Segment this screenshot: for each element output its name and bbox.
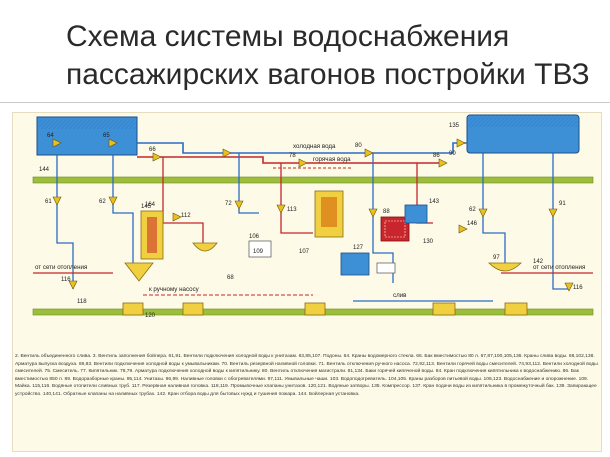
cold-water-main (137, 142, 467, 154)
legend-text: 2. Вентиль объединенного слива. 3. Венти… (15, 354, 598, 397)
valve-80 (364, 148, 374, 158)
valve-67 (222, 148, 232, 158)
label-component-142: 142 (533, 259, 544, 265)
valve-62 (108, 196, 118, 206)
label-component-127: 127 (353, 245, 364, 251)
label-component-65: 65 (103, 133, 110, 139)
valve-72 (234, 200, 244, 210)
hot-water-label: горячая вода (313, 156, 351, 163)
filter-box (248, 240, 272, 258)
slide-title-line-2: пассажирских вагонов постройки ТВЗ (66, 58, 590, 91)
washbasin-left (192, 242, 218, 252)
label-component-109: 109 (253, 249, 264, 255)
valve-84 (368, 208, 378, 218)
valve-65 (108, 138, 118, 148)
label-component-88: 88 (383, 209, 390, 215)
filler-head-center (304, 302, 326, 316)
far-right-riser (482, 153, 506, 263)
label-component-107: 107 (299, 249, 310, 255)
small-tank (404, 204, 428, 224)
upper-frame-beam (32, 176, 594, 184)
valve-86 (438, 158, 448, 168)
kipyatilnik-core (321, 197, 337, 227)
label-component-116-right: 116 (573, 285, 583, 291)
middle-riser-hot (280, 163, 313, 234)
toilet-right-1 (432, 302, 456, 316)
label-component-72: 72 (225, 201, 232, 207)
heating-source-left-label: от сети отопления (35, 264, 87, 271)
left-tank-water-surface (39, 119, 135, 129)
valve-113 (276, 204, 286, 214)
valve-78 (298, 158, 308, 168)
label-component-143: 143 (429, 199, 440, 205)
label-component-106: 106 (249, 234, 260, 240)
toilet-left-2 (182, 302, 204, 316)
valve-91 (548, 208, 558, 218)
scheme-legend: 2. Вентиль объединенного слива. 3. Венти… (15, 353, 599, 449)
valve-92 (478, 208, 488, 218)
left-riser-feed (112, 155, 134, 263)
valve-90 (456, 138, 466, 148)
label-component-66: 66 (149, 147, 156, 153)
label-component-130: 130 (423, 239, 434, 245)
toilet-right-2 (504, 302, 528, 316)
label-component-144: 144 (39, 167, 50, 173)
far-right-drain-riser (552, 153, 569, 290)
toilet-left-1 (122, 302, 144, 316)
middle-riser-cold (238, 153, 259, 214)
label-component-112: 112 (181, 213, 191, 219)
label-component-68: 68 (227, 275, 234, 281)
scheme-drawing: 144 145 106 109 107 130 135 90 64 65 66 … (32, 114, 594, 319)
slide-title-line-1: Схема системы водоснабжения (66, 20, 510, 53)
label-component-97: 97 (493, 255, 500, 261)
valve-61 (52, 196, 62, 206)
valve-146 (458, 224, 468, 234)
slide-title: Схема системы водоснабжения пассажирских… (66, 18, 590, 94)
label-component-146: 146 (467, 221, 478, 227)
hand-pump-label: к ручному насосу (149, 286, 200, 293)
pipe-labels: холодная вода горячая вода слив от сети … (35, 143, 585, 299)
valve-box (376, 262, 396, 274)
boiler-funnel (124, 262, 154, 282)
label-component-62-right: 62 (469, 207, 476, 213)
label-component-113: 113 (287, 207, 297, 213)
label-component-62: 62 (99, 199, 106, 205)
drain-label: слив (393, 292, 407, 299)
hot-water-main (137, 156, 443, 164)
intermediate-tank (340, 252, 370, 276)
label-component-64: 64 (47, 133, 54, 139)
title-divider (0, 102, 610, 103)
label-component-86: 86 (433, 153, 440, 159)
valve-66 (152, 152, 162, 162)
washbasin-right (488, 262, 522, 272)
valve-64 (52, 138, 62, 148)
label-component-61: 61 (45, 199, 52, 205)
label-component-91: 91 (559, 201, 566, 207)
valve-118 (68, 280, 78, 290)
left-riser-hot (162, 157, 204, 243)
label-component-78: 78 (289, 153, 296, 159)
label-component-80: 80 (355, 143, 362, 149)
water-heater-coil (384, 220, 406, 238)
valve-116 (564, 282, 574, 292)
label-component-90: 90 (449, 151, 456, 157)
water-supply-scheme: 144 145 106 109 107 130 135 90 64 65 66 … (12, 112, 602, 452)
label-component-135: 135 (449, 123, 460, 129)
heating-source-right-label: от сети отопления (533, 264, 585, 271)
valve-112 (172, 212, 182, 222)
label-component-116-left: 116 (61, 277, 71, 283)
label-component-145: 145 (141, 204, 152, 210)
label-component-118: 118 (77, 299, 87, 305)
cold-water-label: холодная вода (293, 143, 336, 150)
right-tank-water-surface (469, 117, 577, 127)
valves (52, 138, 574, 292)
component-number-labels: 144 145 106 109 107 130 135 90 64 65 66 … (39, 123, 583, 319)
label-component-164: 164 (145, 202, 156, 208)
boiler-heater (147, 217, 157, 253)
label-component-120: 120 (145, 313, 156, 319)
